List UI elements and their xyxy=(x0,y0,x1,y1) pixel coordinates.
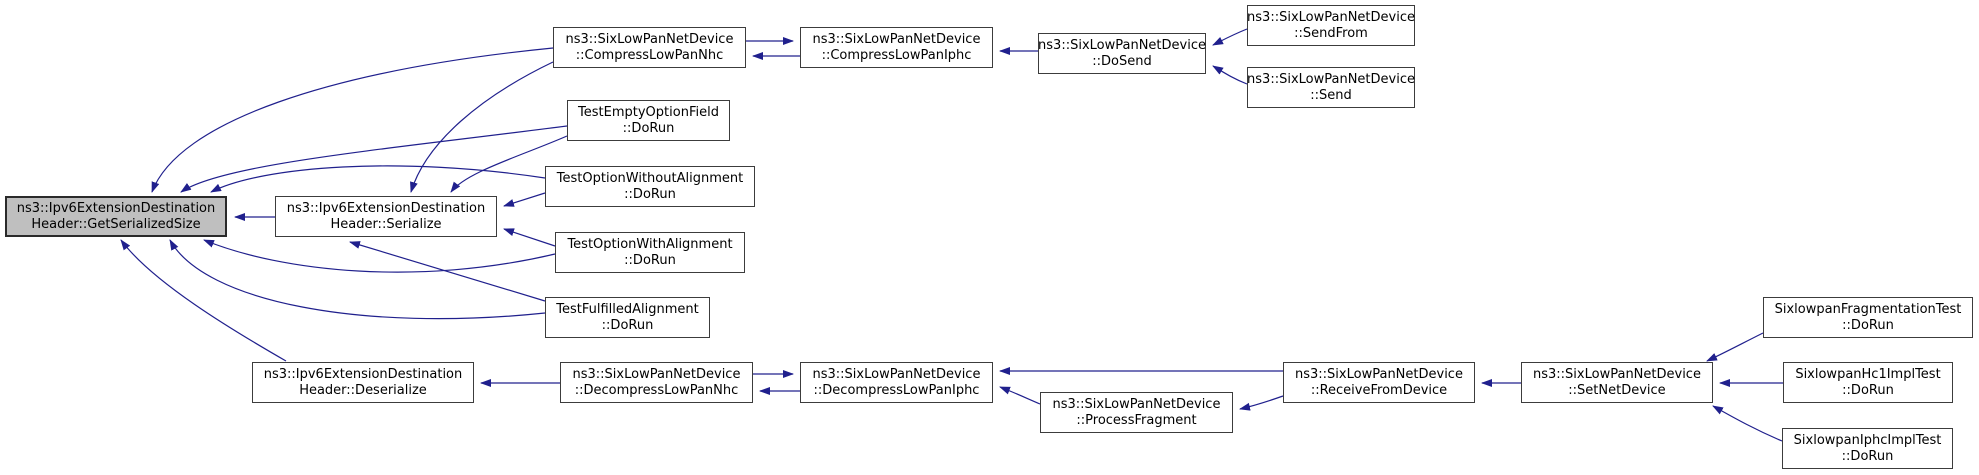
graph-node-decompress_iphc[interactable]: ns3::SixLowPanNetDevice::DecompressLowPa… xyxy=(800,362,993,403)
edge-test_empty-serialize xyxy=(450,135,568,193)
graph-node-label: ::DoRun xyxy=(601,317,654,333)
graph-node-label: ::DoRun xyxy=(1842,382,1894,398)
edge-process_fragment-decompress_iphc xyxy=(999,386,1041,405)
graph-node-do_send[interactable]: ns3::SixLowPanNetDevice::DoSend xyxy=(1038,33,1206,74)
edge-iphc_test-set_net_device xyxy=(1712,405,1783,442)
graph-node-label: ::ReceiveFromDevice xyxy=(1310,382,1448,398)
graph-node-label: ns3::SixLowPanNetDevice xyxy=(812,31,981,47)
graph-node-iphc_test[interactable]: SixlowpanIphcImplTest::DoRun xyxy=(1782,428,1953,469)
edge-compress_nhc-gss xyxy=(151,47,554,193)
graph-node-label: Header::Serialize xyxy=(330,216,442,232)
graph-node-label: TestOptionWithAlignment xyxy=(567,236,733,252)
graph-node-compress_iphc[interactable]: ns3::SixLowPanNetDevice::CompressLowPanI… xyxy=(800,27,993,68)
edge-test_with-gss xyxy=(203,239,556,273)
graph-node-label: Header::GetSerializedSize xyxy=(31,216,201,232)
graph-node-test_fulfilled[interactable]: TestFulfilledAlignment::DoRun xyxy=(545,297,710,338)
edge-compress_nhc-serialize xyxy=(410,61,554,193)
graph-node-label: ns3::SixLowPanNetDevice xyxy=(1247,71,1415,87)
graph-node-label: ::Send xyxy=(1310,87,1352,103)
graph-node-label: ns3::SixLowPanNetDevice xyxy=(1295,366,1463,382)
graph-node-test_empty[interactable]: TestEmptyOptionField::DoRun xyxy=(567,100,730,141)
graph-node-test_with[interactable]: TestOptionWithAlignment::DoRun xyxy=(555,232,745,273)
graph-node-label: ::DoRun xyxy=(624,252,676,268)
edge-test_empty-gss xyxy=(180,125,568,193)
edge-frag_test-set_net_device xyxy=(1706,332,1764,362)
graph-node-compress_nhc[interactable]: ns3::SixLowPanNetDevice::CompressLowPanN… xyxy=(553,27,746,68)
graph-node-label: ns3::Ipv6ExtensionDestination xyxy=(263,366,463,382)
graph-node-label: ns3::SixLowPanNetDevice xyxy=(572,366,741,382)
edge-send-do_send xyxy=(1212,65,1248,85)
graph-node-label: ::ProcessFragment xyxy=(1076,412,1197,428)
graph-node-hc1_test[interactable]: SixlowpanHc1ImplTest::DoRun xyxy=(1783,362,1953,403)
graph-node-label: TestEmptyOptionField xyxy=(578,104,719,120)
edge-send_from-do_send xyxy=(1212,28,1248,46)
graph-node-label: ::DoRun xyxy=(1841,448,1894,464)
graph-node-label: ns3::SixLowPanNetDevice xyxy=(812,366,981,382)
graph-node-label: ns3::SixLowPanNetDevice xyxy=(1247,9,1415,25)
edge-test_with-serialize xyxy=(503,228,556,247)
edge-deserialize-gss xyxy=(120,239,287,362)
graph-node-label: ::CompressLowPanNhc xyxy=(575,47,724,63)
graph-node-label: ns3::Ipv6ExtensionDestination xyxy=(16,200,216,216)
graph-node-label: ::SendFrom xyxy=(1294,25,1368,41)
graph-node-label: SixlowpanFragmentationTest xyxy=(1774,301,1962,317)
edge-receive_from_device-process_fragment xyxy=(1239,395,1284,411)
graph-node-label: ::DoSend xyxy=(1092,53,1152,69)
graph-node-label: ::DoRun xyxy=(624,186,676,202)
graph-node-label: ns3::SixLowPanNetDevice xyxy=(1052,396,1221,412)
edge-test_fulfilled-serialize xyxy=(349,241,546,302)
graph-node-label: ns3::SixLowPanNetDevice xyxy=(565,31,734,47)
graph-node-label: ::DecompressLowPanNhc xyxy=(574,382,739,398)
graph-node-label: ::DecompressLowPanIphc xyxy=(813,382,980,398)
edge-test_without-serialize xyxy=(503,192,546,207)
graph-node-label: TestOptionWithoutAlignment xyxy=(556,170,744,186)
graph-node-process_fragment[interactable]: ns3::SixLowPanNetDevice::ProcessFragment xyxy=(1040,392,1233,433)
graph-node-send[interactable]: ns3::SixLowPanNetDevice::Send xyxy=(1247,67,1415,108)
graph-node-label: ns3::SixLowPanNetDevice xyxy=(1038,37,1206,53)
graph-node-label: SixlowpanHc1ImplTest xyxy=(1795,366,1941,382)
graph-node-label: ::DoRun xyxy=(1842,317,1894,333)
graph-node-label: ns3::Ipv6ExtensionDestination xyxy=(286,200,486,216)
graph-node-receive_from_device[interactable]: ns3::SixLowPanNetDevice::ReceiveFromDevi… xyxy=(1283,362,1475,403)
edge-test_without-gss xyxy=(210,165,546,193)
graph-node-label: Header::Deserialize xyxy=(299,382,427,398)
graph-node-frag_test[interactable]: SixlowpanFragmentationTest::DoRun xyxy=(1763,297,1973,338)
graph-node-test_without[interactable]: TestOptionWithoutAlignment::DoRun xyxy=(545,166,755,207)
graph-node-decompress_nhc[interactable]: ns3::SixLowPanNetDevice::DecompressLowPa… xyxy=(560,362,753,403)
edge-test_fulfilled-gss xyxy=(169,239,546,320)
graph-node-label: ::SetNetDevice xyxy=(1568,382,1666,398)
graph-node-label: ::DoRun xyxy=(622,120,675,136)
graph-node-label: TestFulfilledAlignment xyxy=(556,301,699,317)
graph-node-send_from[interactable]: ns3::SixLowPanNetDevice::SendFrom xyxy=(1247,5,1415,46)
graph-node-label: ::CompressLowPanIphc xyxy=(821,47,972,63)
graph-node-label: ns3::SixLowPanNetDevice xyxy=(1533,366,1701,382)
graph-node-label: SixlowpanIphcImplTest xyxy=(1793,432,1942,448)
graph-node-set_net_device[interactable]: ns3::SixLowPanNetDevice::SetNetDevice xyxy=(1521,362,1713,403)
